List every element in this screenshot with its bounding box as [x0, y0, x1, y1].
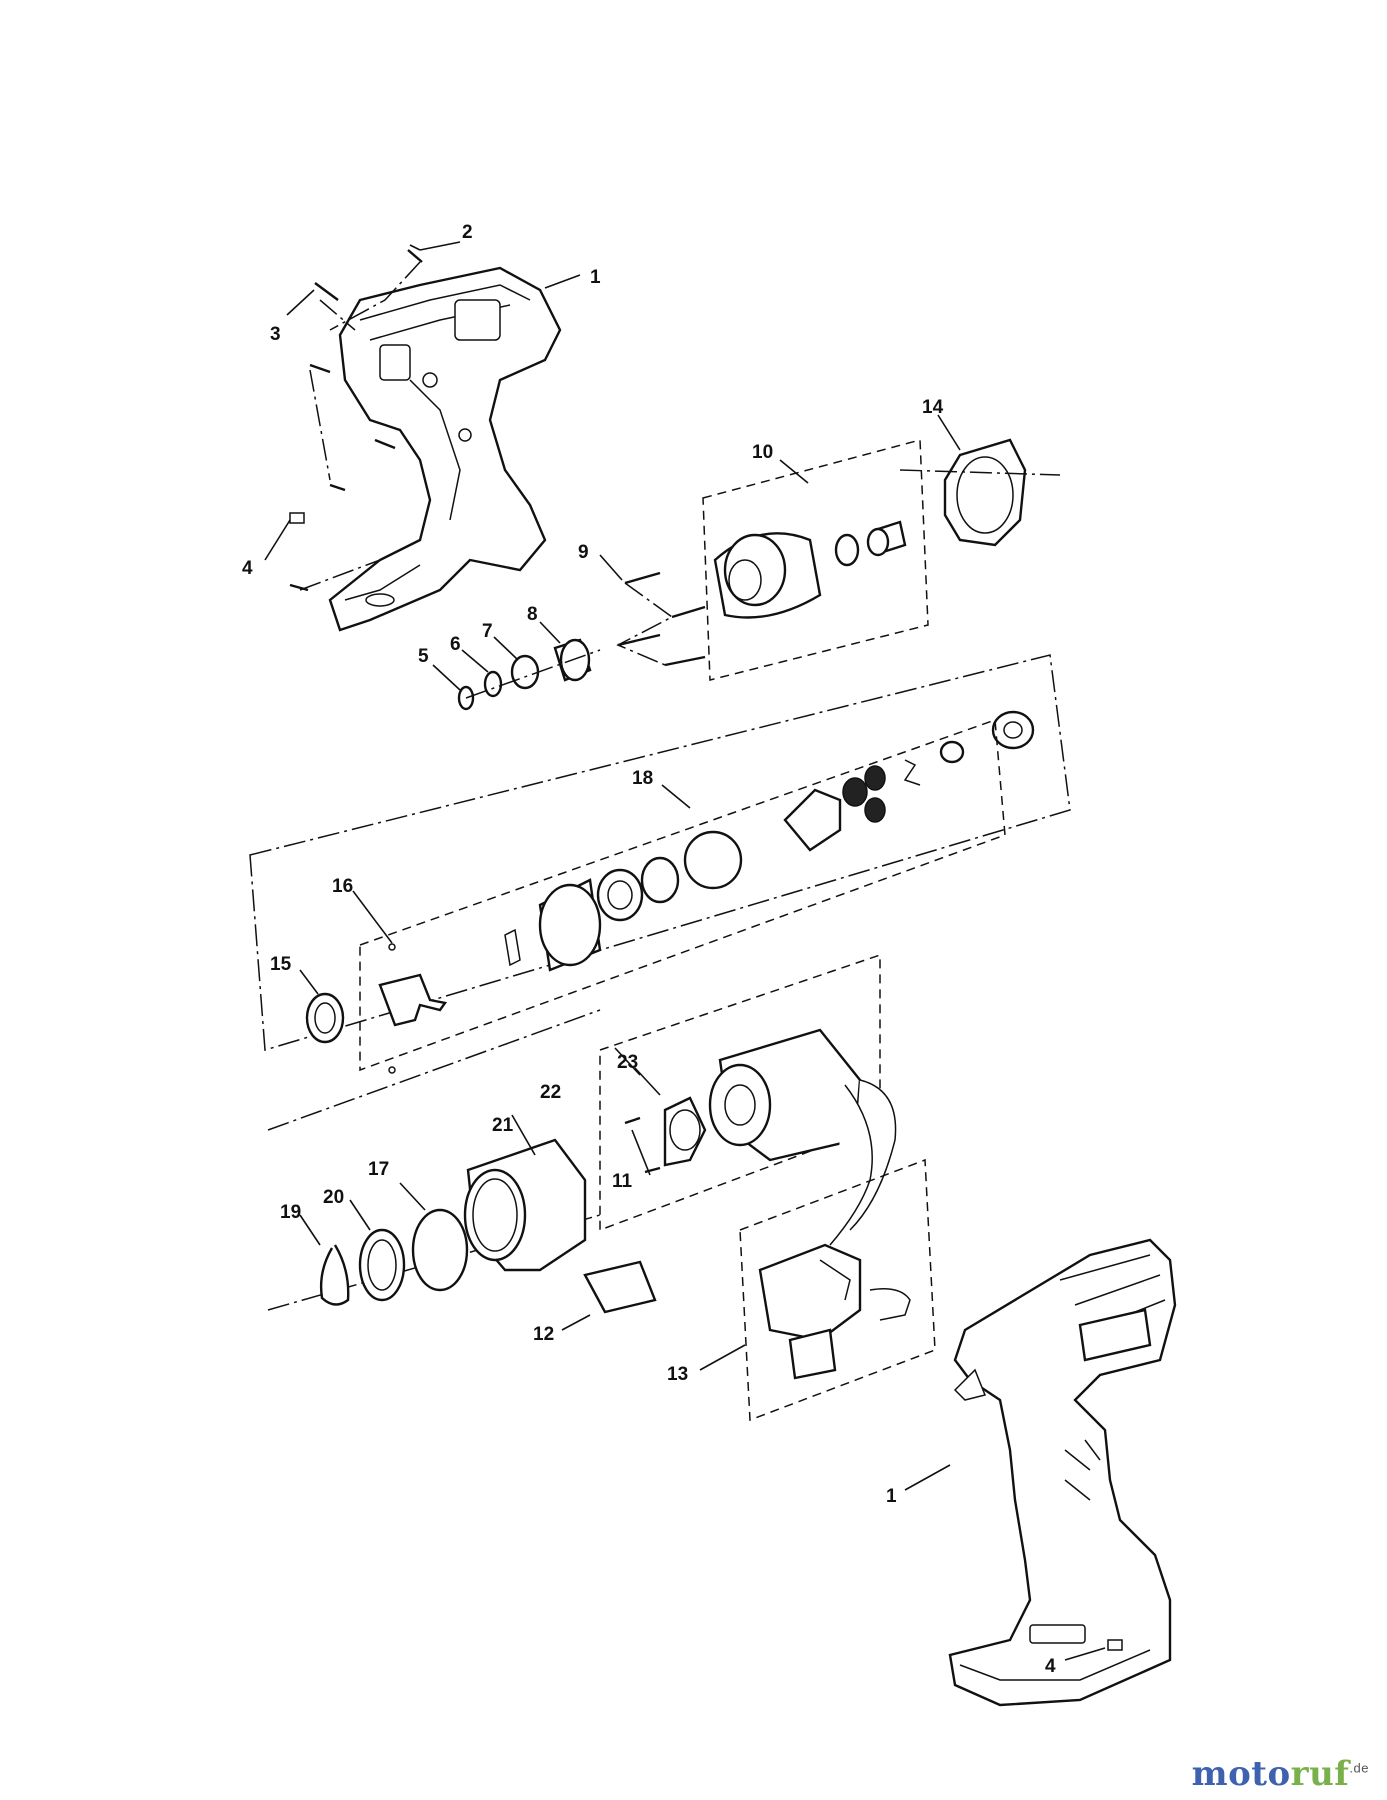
callout-1-bottom: 1	[886, 1486, 897, 1507]
watermark-suffix: .de	[1349, 1760, 1369, 1776]
callout-7: 7	[482, 621, 493, 642]
callout-20: 20	[323, 1187, 344, 1208]
housing-left-half	[328, 266, 562, 632]
callout-6: 6	[450, 634, 461, 655]
plate-12	[583, 1260, 657, 1314]
motoruf-watermark: motoruf.de	[1192, 1754, 1369, 1794]
motor-wires	[829, 1079, 897, 1246]
small-parts-5-8	[457, 638, 601, 711]
callout-14: 14	[922, 397, 944, 418]
gasket-14	[899, 438, 1061, 547]
callout-23: 23	[617, 1052, 638, 1073]
callout-labels: 1 2 3 4 5 6 7 8 9 10 14 18 16 15 23 22 2…	[242, 222, 1056, 1677]
callout-2: 2	[462, 222, 473, 243]
callout-9: 9	[578, 542, 589, 563]
clip-4-bottom	[1107, 1639, 1123, 1651]
drive-assembly-18	[249, 654, 1071, 1074]
watermark-part-b: ruf	[1290, 1754, 1350, 1794]
clip-4-top	[289, 512, 305, 524]
gear-case-assembly-10	[702, 439, 929, 681]
callout-19: 19	[280, 1202, 301, 1223]
callout-1-top: 1	[590, 267, 601, 288]
callout-11: 11	[612, 1171, 633, 1192]
switch-13	[739, 1158, 936, 1422]
callout-3: 3	[270, 324, 281, 345]
callout-10: 10	[752, 442, 773, 463]
callout-4-top: 4	[242, 558, 253, 579]
callout-5: 5	[418, 646, 429, 667]
callout-13: 13	[667, 1364, 688, 1385]
front-cover-assembly	[267, 1009, 601, 1311]
callout-16: 16	[332, 876, 353, 897]
watermark-part-a: moto	[1191, 1754, 1291, 1794]
pins-9	[616, 571, 706, 667]
callout-21: 21	[492, 1115, 514, 1136]
callout-8: 8	[527, 604, 538, 625]
screw-set-2-3	[289, 244, 423, 592]
callout-17: 17	[368, 1159, 389, 1180]
callout-12: 12	[533, 1324, 554, 1345]
leader-lines	[264, 241, 1106, 1661]
callout-15: 15	[270, 954, 292, 975]
callout-22: 22	[540, 1082, 561, 1103]
callout-18: 18	[632, 768, 653, 789]
housing-right-half	[948, 1238, 1177, 1707]
callout-4-bottom: 4	[1045, 1656, 1056, 1677]
